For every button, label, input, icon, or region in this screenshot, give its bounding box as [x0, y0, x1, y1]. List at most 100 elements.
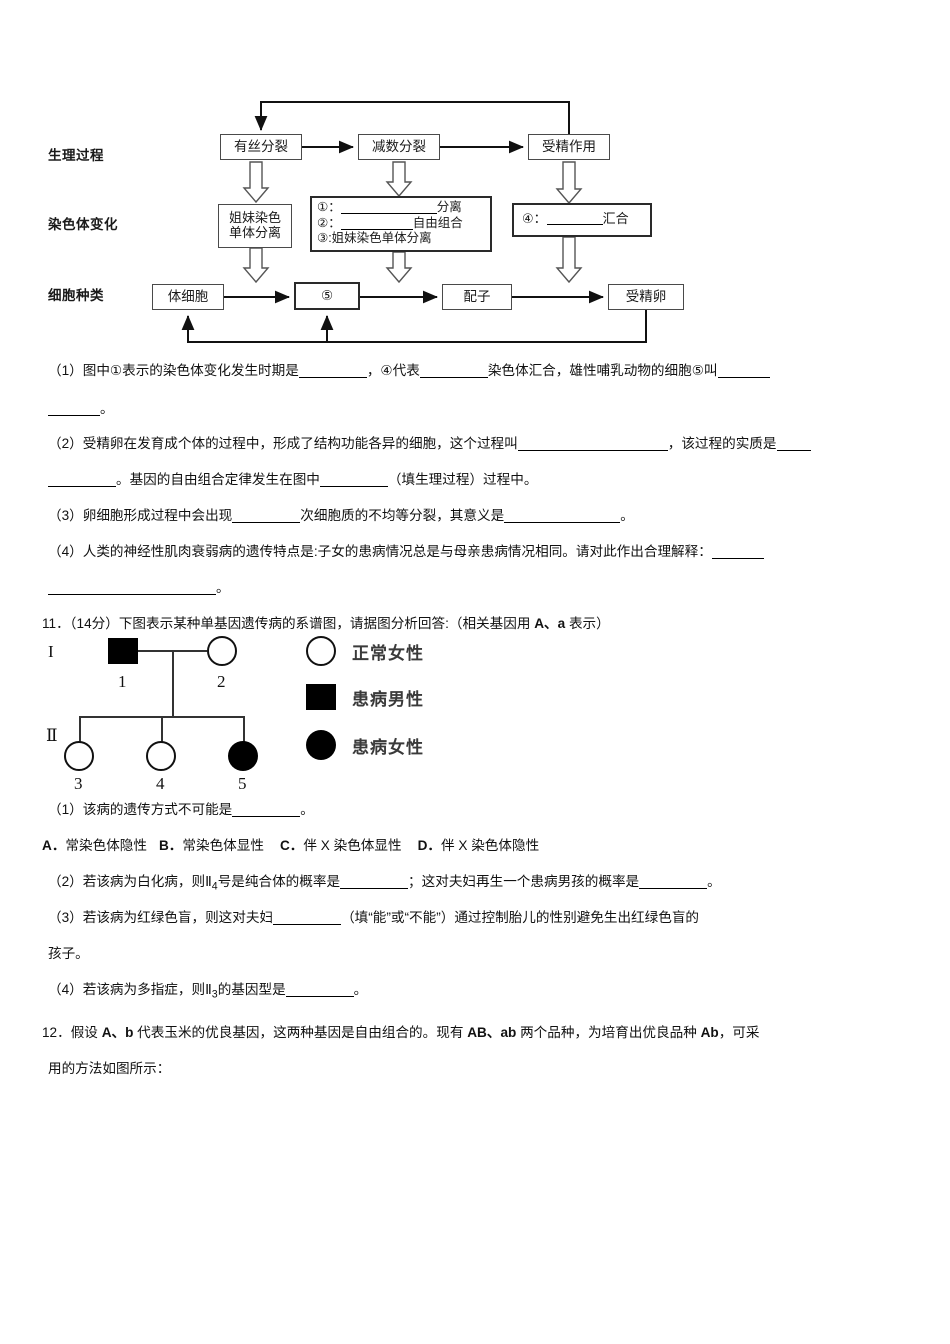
q11-p4-blank — [285, 983, 354, 997]
q11-p3-blank — [273, 911, 342, 925]
q10-p1-blank2 — [419, 364, 488, 378]
q11-stem-text-b: 表示） — [565, 616, 610, 631]
flow-row-label-celltype: 细胞种类 — [48, 288, 104, 303]
blank-4-suffix: 汇合 — [602, 211, 629, 226]
q10-part1-line1: （1）图中①表示的染色体变化发生时期是 ，④代表 染色体汇合，雄性哺乳动物的细胞⑤叫 — [48, 360, 770, 381]
flow-row-label-process: 生理过程 — [48, 148, 104, 163]
pedigree-legend-normal-female: 正常女性 — [306, 636, 424, 666]
q11-p1-b: 。 — [300, 802, 314, 817]
q10-p1-d: 。 — [100, 401, 114, 416]
q10-p1-blank1 — [298, 364, 367, 378]
q11-p3-a: （3）若该病为红绿色盲，则这对夫妇 — [48, 910, 274, 925]
flow-box-chromosome-merge: ④： 汇合 — [512, 203, 652, 237]
q10-p4-blank2 — [48, 581, 216, 595]
flow-box-cell-five: ⑤ — [294, 282, 360, 310]
q11-part4: （4）若该病为多指症，则Ⅱ3的基因型是。 — [48, 979, 367, 1003]
q11-stem-score: （14分） — [69, 616, 119, 631]
q10-p1-c: 染色体汇合，雄性哺乳动物的细胞⑤叫 — [487, 363, 718, 378]
flow-box-chromosome-changes-blanks: ①： 分离 ②：自由组合 ③:姐妹染色单体分离 — [310, 196, 492, 252]
q11-option-b-letter: B． — [158, 838, 183, 853]
q12-genes-2: AB、ab — [467, 1025, 517, 1040]
pedigree-number-5: 5 — [238, 774, 247, 793]
q11-p4-b: 的基因型是 — [217, 982, 286, 997]
q11-part3-line1: （3）若该病为红绿色盲，则这对夫妇 （填“能”或“不能”）通过控制胎儿的性别避免生… — [48, 907, 699, 928]
q10-p4-b: 。 — [216, 580, 230, 595]
pedigree-individual-I-2-normal-female — [207, 636, 237, 666]
blank-2-rule — [340, 217, 413, 230]
q10-p2-blank2 — [776, 437, 811, 451]
q10-part2-line2: 。基因的自由组合定律发生在图中 （填生理过程）过程中。 — [48, 469, 537, 490]
q12-genes-3: Ab — [700, 1025, 719, 1040]
pedigree-number-3: 3 — [74, 774, 83, 793]
legend-label-affected-female: 患病女性 — [352, 737, 424, 757]
q11-option-b-text: 常染色体显性 — [182, 838, 264, 853]
blank-4-rule — [546, 213, 603, 225]
q11-p2-blank2 — [639, 875, 708, 889]
q11-option-a-text: 常染色体隐性 — [65, 838, 147, 853]
q11-p3-b: （填“能”或“不能”）通过控制胎儿的性别避免生出红绿色盲的 — [341, 910, 700, 925]
q10-part4-line1: （4）人类的神经性肌肉衰弱病的遗传特点是:子女的患病情况总是与母亲患病情况相同。… — [48, 541, 764, 562]
pedigree-legend-affected-female: 患病女性 — [306, 730, 424, 760]
q12-stem-line2: 用的方法如图所示： — [48, 1061, 171, 1076]
blank-item-2: ②：自由组合 — [317, 216, 485, 232]
flow-box-zygote: 受精卵 — [608, 284, 684, 310]
q10-p2-b: ，该过程的实质是 — [667, 436, 777, 451]
q10-p2-blank4 — [319, 473, 388, 487]
meiosis-flowchart: 生理过程 染色体变化 细胞种类 有丝分裂 减数分裂 受精作用 姐妹染色 单体分离… — [0, 88, 950, 353]
blank-1-suffix: 分离 — [436, 200, 462, 214]
q10-p2-c: 。基因的自由组合定律发生在图中 — [116, 472, 320, 487]
q11-stem-number: 11． — [42, 616, 70, 631]
q10-p2-d: （填生理过程）过程中。 — [387, 472, 538, 487]
q10-p1-blank4 — [48, 402, 100, 416]
q11-p2-subscript: 4 — [211, 880, 218, 893]
q10-p1-b: ，④代表 — [366, 363, 420, 378]
q10-p1-a: （1）图中①表示的染色体变化发生时期是 — [48, 363, 299, 378]
pedigree-individual-II-4-normal-female — [146, 741, 176, 771]
flow-box-somatic-cell: 体细胞 — [152, 284, 224, 310]
q10-p3-blank2 — [504, 509, 621, 523]
legend-filled-circle-icon — [306, 730, 336, 760]
q11-p2-blank1 — [340, 875, 409, 889]
blank-1-rule — [340, 201, 437, 214]
q10-p3-blank1 — [232, 509, 301, 523]
q12-text-b: 代表玉米的优良基因，这两种基因是自由组合的。现有 — [133, 1025, 468, 1040]
blank-item-3: ③:姐妹染色单体分离 — [317, 231, 432, 246]
flowchart-arrow-layer — [181, 101, 647, 343]
flow-box-gamete: 配子 — [442, 284, 512, 310]
q11-part1: （1）该病的遗传方式不可能是 。 — [48, 799, 314, 820]
q11-option-d-text: 伴 X 染色体隐性 — [441, 838, 540, 853]
q11-part3-line2: 孩子。 — [48, 946, 89, 961]
q11-p4-a: （4）若该病为多指症，则Ⅱ — [48, 982, 212, 997]
q10-p4-a: （4）人类的神经性肌肉衰弱病的遗传特点是:子女的患病情况总是与母亲患病情况相同。… — [48, 544, 712, 559]
q12-genes-1: A、b — [101, 1025, 134, 1040]
q11-p2-c: ；这对夫妇再生一个患病男孩的概率是 — [408, 874, 640, 889]
pedigree-number-1: 1 — [118, 672, 127, 691]
pedigree-individual-II-3-normal-female — [64, 741, 94, 771]
q10-p2-blank1 — [517, 437, 668, 451]
q11-option-c-text: 伴 X 染色体显性 — [303, 838, 402, 853]
q10-part1-line2: 。 — [48, 398, 114, 419]
q10-part3: （3）卵细胞形成过程中会出现次细胞质的不均等分裂，其意义是。 — [48, 505, 634, 526]
blank-item-1: ①： 分离 — [317, 200, 485, 216]
q11-option-a-letter: A． — [42, 838, 66, 853]
blank-1-prefix: ①： — [317, 200, 341, 214]
q12-number: 12． — [42, 1025, 71, 1040]
pedigree-drop-line-3 — [79, 716, 81, 742]
q12-text-d: ，可采 — [718, 1025, 760, 1040]
q11-option-d-letter: D． — [417, 838, 441, 853]
pedigree-individual-I-1-affected-male — [108, 638, 138, 664]
legend-label-normal-female: 正常女性 — [352, 643, 424, 663]
q11-p1-a: （1）该病的遗传方式不可能是 — [48, 802, 233, 817]
q11-p2-d: 。 — [707, 874, 721, 889]
pedigree-number-4: 4 — [156, 774, 165, 793]
blank-4-prefix: ④： — [522, 211, 547, 226]
q11-stem-text-a: 下图表示某种单基因遗传病的系谱图，请据图分析回答:（相关基因用 — [118, 616, 535, 631]
q11-option-c-letter: C． — [279, 838, 304, 853]
legend-label-affected-male: 患病男性 — [352, 689, 424, 709]
q10-p2-blank3 — [48, 473, 116, 487]
q11-stem: 11．（14分）下图表示某种单基因遗传病的系谱图，请据图分析回答:（相关基因用 … — [42, 613, 610, 634]
flow-box-fertilization: 受精作用 — [528, 134, 610, 160]
legend-open-circle-icon — [306, 636, 336, 666]
q11-options: A．常染色体隐性 B．常染色体显性 C．伴 X 染色体显性 D．伴 X 染色体隐性 — [42, 835, 539, 856]
